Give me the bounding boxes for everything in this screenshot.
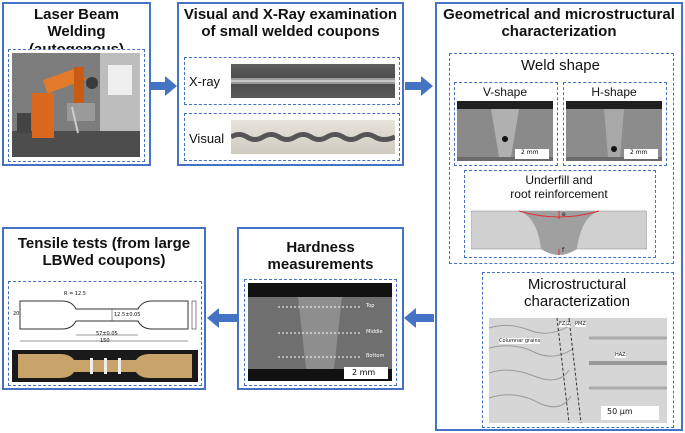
underfill-box: Underfill and root reinforcement e f (464, 170, 656, 258)
hardness-image-frame: Top Middle Bottom 2 mm (244, 279, 397, 386)
lbw-title-line1: Laser Beam Welding (33, 6, 120, 41)
tensile-title: Tensile tests (from large LBWed coupons) (4, 235, 204, 270)
tensile-panel: Tensile tests (from large LBWed coupons)… (2, 227, 206, 390)
v-shape-image: 2 mm (457, 101, 553, 161)
lbw-panel: Laser Beam Welding (autogenous) (2, 2, 151, 166)
arrow-left-4 (207, 308, 237, 328)
xray-row: X-ray (184, 57, 400, 105)
xray-title-line2: of small welded coupons (201, 23, 380, 41)
underfill-diagram (471, 210, 647, 255)
micro-columnar-label: Columnar grains (499, 338, 541, 344)
micro-box: Microstructural characterization Columna… (482, 272, 674, 428)
underfill-mark-e: e (562, 211, 566, 218)
arrow-left-3 (404, 308, 434, 328)
h-shape-scale: 2 mm (630, 149, 648, 156)
h-shape-box: H-shape 2 mm (563, 82, 667, 166)
xray-title-line1: Visual and X-Ray examination (183, 6, 398, 23)
arrow-right-2 (405, 76, 433, 96)
robot-drawing (12, 53, 140, 157)
micro-fzz-label: FZ|Z (559, 321, 571, 327)
hardness-scale: 2 mm (352, 368, 376, 377)
h-shape-image: 2 mm (566, 101, 662, 161)
tensile-d4-label: 20 (13, 311, 20, 317)
micro-image: Columnar grains FZ|Z PMZ HAZ 50 µm (489, 318, 667, 423)
underfill-mark-f: f (562, 247, 565, 254)
geo-title: Geometrical and microstructural characte… (437, 6, 681, 41)
xray-image (231, 64, 395, 98)
weld-shape-title: Weld shape (521, 57, 600, 74)
visual-row: Visual (184, 113, 400, 161)
hardness-top-label: Top (366, 303, 375, 309)
hardness-title: Hardness measurements (239, 239, 402, 274)
micro-pmz-label: PMZ (575, 321, 586, 327)
v-shape-scale: 2 mm (521, 149, 539, 156)
xray-title: Visual and X-Ray examination of small we… (179, 6, 402, 41)
underfill-line1: Underfill and (525, 173, 593, 187)
tensile-image-frame: R = 12.5 12.5±0.05 57±0.05 150 20 (8, 281, 202, 386)
tensile-r-label: R = 12.5 (64, 291, 86, 297)
xray-panel: Visual and X-Ray examination of small we… (177, 2, 404, 166)
visual-label: Visual (189, 131, 225, 146)
tensile-d2-label: 57±0.05 (96, 331, 118, 337)
micro-haz-label: HAZ (615, 352, 626, 358)
tensile-title-line2: LBWed coupons) (42, 252, 166, 270)
micro-title-line1: Microstructural (527, 276, 627, 293)
v-shape-box: V-shape 2 mm (454, 82, 558, 166)
geo-title-line2: characterization (501, 23, 617, 41)
tensile-drawing: R = 12.5 12.5±0.05 57±0.05 150 20 (12, 285, 198, 345)
robot-photo (12, 53, 140, 157)
hardness-title-line1: Hardness (286, 239, 355, 256)
micro-title-line2: characterization (524, 293, 630, 311)
hardness-panel: Hardness measurements Top Middle Bottom … (237, 227, 404, 390)
geo-title-line1: Geometrical and microstructural (443, 6, 675, 23)
micro-title: Microstructural characterization (483, 276, 671, 311)
geo-panel: Geometrical and microstructural characte… (435, 2, 683, 431)
tensile-d1-label: 12.5±0.05 (114, 312, 141, 318)
underfill-line2: root reinforcement (510, 187, 608, 202)
weld-shape-box: Weld shape V-shape 2 mm H-shape (449, 53, 674, 264)
tensile-d3-label: 150 (100, 338, 110, 344)
xray-label: X-ray (189, 74, 221, 89)
hardness-title-line2: measurements (267, 256, 374, 274)
hardness-bottom-label: Bottom (366, 353, 385, 359)
hardness-middle-label: Middle (366, 329, 383, 335)
hardness-image: Top Middle Bottom 2 mm (248, 283, 392, 381)
tensile-photo (12, 350, 198, 382)
v-shape-label: V-shape (482, 85, 528, 99)
micro-scale: 50 µm (607, 407, 633, 416)
arrow-right-1 (151, 76, 177, 96)
tensile-title-line1: Tensile tests (from large (17, 235, 191, 252)
underfill-title: Underfill and root reinforcement (465, 173, 653, 202)
visual-image (231, 120, 395, 154)
h-shape-label: H-shape (591, 85, 637, 99)
lbw-photo-frame (8, 49, 145, 162)
